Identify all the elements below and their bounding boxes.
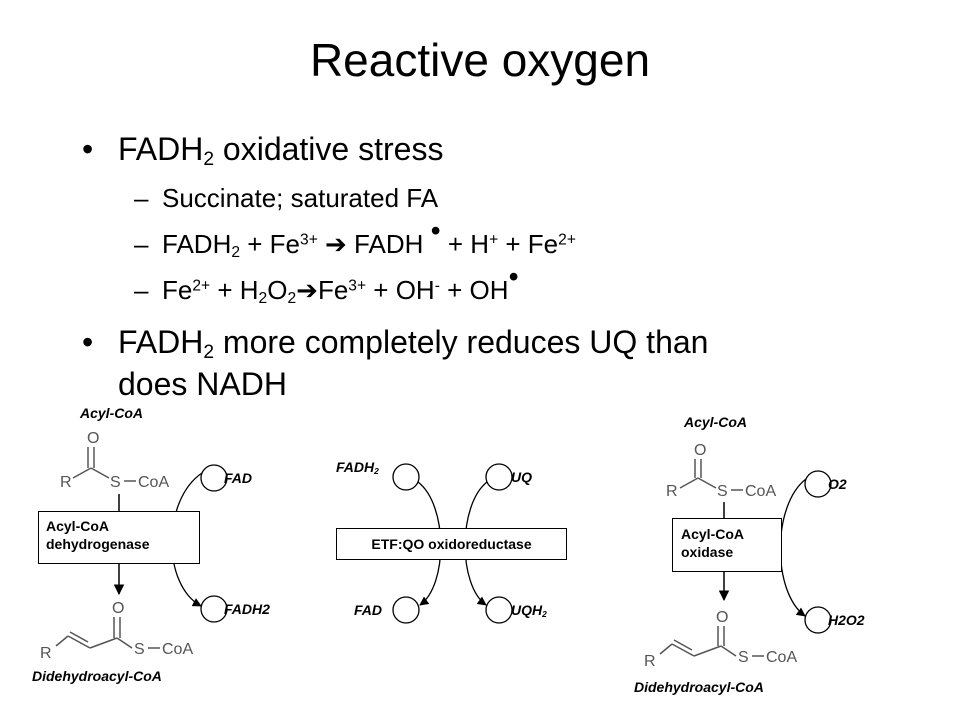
- carbonyl-oxygen: O: [716, 609, 728, 626]
- fadh2-node: [200, 595, 228, 623]
- enzyme-box-acyl-coa-dehydrogenase: Acyl-CoA dehydrogenase: [38, 511, 200, 564]
- enzyme-box-etf-qo: ETF:QO oxidoreductase: [336, 528, 567, 560]
- uq-label: UQ: [511, 469, 532, 485]
- didehydroacyl-coa-structure-left: O R S CoA: [40, 600, 193, 662]
- r-group-label: R: [60, 474, 72, 491]
- subbullet-fenton-h2o2: Fe2+ + H2O2➔Fe3+ + OH- + OH•: [162, 261, 519, 307]
- uqh2-node: [485, 596, 513, 624]
- bullet-fadh2-reduces-uq: FADH2 more completely reduces UQ than: [118, 324, 709, 363]
- dash-marker: –: [134, 183, 149, 213]
- fadh2-node-middle: [392, 463, 420, 491]
- slide-title: Reactive oxygen: [309, 34, 651, 86]
- fadh2-label-middle: FADH2: [336, 459, 379, 477]
- reaction-arrow-icon: ➔: [325, 229, 347, 259]
- sulfur-label: S: [110, 474, 121, 491]
- fad-label-left: FAD: [224, 470, 252, 486]
- reaction-arrow-icon: ➔: [296, 275, 318, 305]
- subbullet-fenton-fadh: FADH2 + Fe3+ ➔ FADH • + H+ + Fe2+: [162, 215, 576, 261]
- enzyme-name: ETF:QO oxidoreductase: [371, 536, 532, 552]
- fadh2-label-left: FADH2: [224, 601, 270, 617]
- r-group-label: R: [40, 645, 52, 662]
- didehydroacyl-coa-structure-right: O R S CoA: [644, 609, 797, 670]
- cofactor-arc-right: [779, 478, 807, 617]
- o2-label: O2: [828, 476, 847, 492]
- acyl-coa-structure-right: O R S CoA: [666, 442, 776, 500]
- enzyme-name-line1: Acyl-CoA: [681, 526, 745, 542]
- enzyme-box-acyl-coa-oxidase: Acyl-CoA oxidase: [672, 518, 782, 572]
- coa-label: CoA: [138, 474, 169, 491]
- coa-label: CoA: [162, 641, 193, 658]
- sulfur-label: S: [134, 641, 145, 658]
- o2-node: [804, 470, 832, 498]
- acyl-coa-label-right: Acyl-CoA: [684, 414, 748, 430]
- sulfur-label: S: [738, 649, 749, 666]
- h2o2-label: H2O2: [828, 612, 865, 628]
- acyl-coa-structure-left: O R S CoA: [60, 430, 169, 491]
- enzyme-name-line2: oxidase: [681, 544, 734, 560]
- fad-node: [200, 464, 228, 492]
- enzyme-name-line1: Acyl-CoA: [46, 518, 110, 534]
- didehydroacyl-coa-label-left: Didehydroacyl-CoA: [32, 668, 162, 684]
- subbullet-succinate: Succinate; saturated FA: [162, 183, 439, 213]
- uq-node: [485, 463, 513, 491]
- fad-label-middle: FAD: [354, 602, 382, 618]
- coa-label: CoA: [745, 483, 776, 500]
- bullet-marker: •: [82, 131, 94, 167]
- h2o2-node: [804, 606, 832, 634]
- didehydroacyl-coa-label-right: Didehydroacyl-CoA: [634, 679, 764, 695]
- bullet-marker: •: [82, 324, 94, 360]
- fad-node-middle: [392, 596, 420, 624]
- carbonyl-oxygen: O: [87, 430, 99, 447]
- bullet-fadh2-oxidative-stress: FADH2 oxidative stress: [118, 131, 444, 170]
- acyl-coa-label-left: Acyl-CoA: [80, 405, 144, 421]
- enzyme-name-line2: dehydrogenase: [46, 536, 150, 552]
- r-group-label: R: [644, 653, 656, 670]
- sulfur-label: S: [717, 483, 728, 500]
- coa-label: CoA: [766, 649, 797, 666]
- carbonyl-oxygen: O: [694, 442, 706, 459]
- r-group-label: R: [666, 483, 678, 500]
- dash-marker: –: [134, 275, 149, 305]
- carbonyl-oxygen: O: [112, 600, 124, 617]
- bullet-fadh2-reduces-uq-line2: does NADH: [118, 366, 287, 402]
- uqh2-label: UQH2: [511, 602, 547, 620]
- dash-marker: –: [134, 229, 149, 259]
